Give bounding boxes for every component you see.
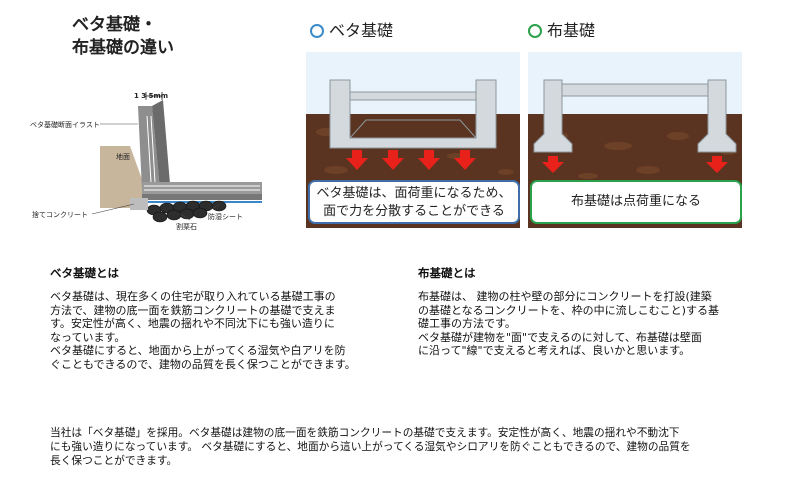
nuno-title-text: 布基礎 <box>547 21 596 40</box>
beta-section-body: ベタ基礎は、現在多くの住宅が取り入れている基礎工事の 方法で、建物の底一面を鉄筋… <box>50 290 390 372</box>
nuno-line: 礎工事の方法です。 <box>418 317 516 331</box>
title-line-1: ベタ基礎・ <box>72 15 157 35</box>
beta-floor-beam <box>349 91 477 101</box>
concrete-label: 捨てコンクリート <box>32 211 88 219</box>
nuno-line: ベタ基礎が建物を"面"で支えるのに対して、布基礎は壁面 <box>418 330 702 344</box>
cross-section-drawing <box>91 92 262 223</box>
load-arrow-icon <box>542 156 564 173</box>
beta-callout-line-2: 面で力を分散することができる <box>323 204 505 219</box>
foundation-wall-side <box>152 100 170 190</box>
beta-line: 方法で、建物の底一面を鉄筋コンクリートの基礎で支えま <box>50 303 336 317</box>
nuno-callout-text: 布基礎は点荷重になる <box>570 194 701 209</box>
load-arrow-icon <box>346 150 368 170</box>
nuno-load-arrows <box>542 156 728 173</box>
foundation-slab <box>142 182 262 194</box>
beta-line: す。安定性が高く、地震の揺れや不同沈下にも強い造りに <box>50 317 335 331</box>
green-ring-icon <box>528 24 542 38</box>
load-arrow-icon <box>706 156 728 173</box>
blue-ring-icon <box>310 24 324 38</box>
load-arrow-icon <box>454 150 476 170</box>
leader-lines <box>91 123 221 221</box>
load-arrow-icon <box>418 150 440 170</box>
blinding-concrete <box>130 198 148 210</box>
cross-section-illustration: 1 3 5mm ベタ基礎断面イラスト 地面 捨てコンクリート 割栗石 防湿シート <box>30 86 270 246</box>
ground-area <box>100 146 148 208</box>
ground-label: 地面 <box>116 153 130 161</box>
beta-section-heading: ベタ基礎とは <box>50 266 119 280</box>
nuno-section-body: 布基礎は、 建物の柱や壁の部分にコンクリートを打設(建築 の基礎となるコンクリー… <box>418 290 768 358</box>
dimension-label: 1 3 5mm <box>134 92 169 100</box>
title-line-2: 布基礎の違い <box>72 38 174 58</box>
sheet-label: 防湿シート <box>208 213 243 221</box>
footer-line: 長く保つことができます。 <box>50 454 178 468</box>
slab-edge <box>142 194 262 200</box>
beta-line: ベタ基礎は、現在多くの住宅が取り入れている基礎工事の <box>50 290 336 303</box>
page-title: ベタ基礎・ 布基礎の違い <box>72 14 174 60</box>
footer-line: にも強い造りになっています。 ベタ基礎にすると、地面から這い上がってくる湿気やシ… <box>50 440 691 454</box>
beta-line: なっています。 <box>50 330 126 344</box>
illustration-caption: ベタ基礎断面イラスト <box>30 121 100 129</box>
nuno-footing-left <box>533 79 573 153</box>
beta-panel-title: ベタ基礎 <box>310 22 393 40</box>
beta-callout: ベタ基礎は、面荷重になるため、 面で力を分散することができる <box>308 180 520 224</box>
nuno-footing-right <box>697 79 737 153</box>
beta-load-arrows <box>346 150 476 170</box>
nuno-panel-title: 布基礎 <box>528 22 595 40</box>
nuno-line: 布基礎は、 建物の柱や壁の部分にコンクリートを打設(建築 <box>418 290 712 303</box>
nuno-line: の基礎となるコンクリートを、枠の中に流しこむこと)する基 <box>418 303 719 317</box>
nuno-floor-beam <box>557 83 713 97</box>
nuno-callout: 布基礎は点荷重になる <box>530 180 742 224</box>
beta-callout-line-1: ベタ基礎は、面荷重になるため、 <box>316 186 512 201</box>
rebar-lines <box>144 115 260 191</box>
nuno-section-heading: 布基礎とは <box>418 266 476 280</box>
load-arrow-icon <box>382 150 404 170</box>
gravel-stones <box>146 200 227 223</box>
gravel-label: 割栗石 <box>176 223 197 231</box>
beta-line: ぐこともできるので、建物の品質を長く保つことができます。 <box>50 357 356 371</box>
footer-line: 当社は「ベタ基礎」を採用。ベタ基礎は建物の底一面を鉄筋コンクリートの基礎で支えま… <box>50 426 680 439</box>
nuno-line: に沿って"線"で支えると考えれば、良いかと思います。 <box>418 344 691 358</box>
beta-line: ベタ基礎にすると、地面から上がってくる湿気や白アリを防 <box>50 344 346 358</box>
beta-haunch <box>349 119 477 139</box>
beta-title-text: ベタ基礎 <box>329 21 394 40</box>
footer-paragraph: 当社は「ベタ基礎」を採用。ベタ基礎は建物の底一面を鉄筋コンクリートの基礎で支えま… <box>50 426 780 469</box>
